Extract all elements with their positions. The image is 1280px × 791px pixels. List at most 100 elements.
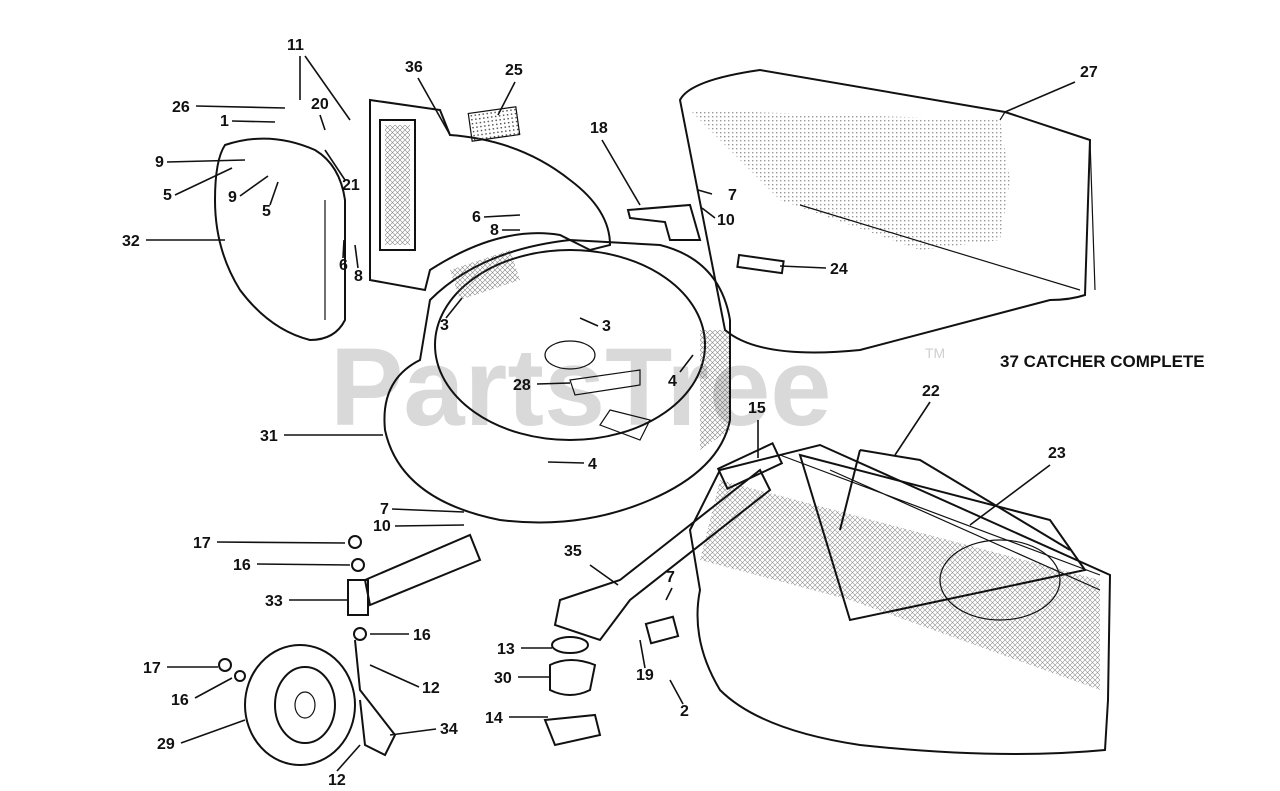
callout-label-c12a: 12 bbox=[422, 680, 440, 697]
leader-line-c35 bbox=[589, 564, 619, 586]
callout-label-c12b: 12 bbox=[328, 772, 346, 789]
callout-label-c10a: 10 bbox=[717, 212, 735, 229]
callout-label-c21: 21 bbox=[342, 177, 360, 194]
callout-label-c26: 26 bbox=[172, 99, 190, 116]
leader-line-c6b bbox=[342, 239, 345, 259]
callout-label-c29: 29 bbox=[157, 736, 175, 753]
leader-line-c6a bbox=[483, 214, 521, 218]
callout-label-c18: 18 bbox=[590, 120, 608, 137]
callout-label-c19: 19 bbox=[636, 667, 654, 684]
callout-label-c16b: 16 bbox=[413, 627, 431, 644]
leader-line-c7c bbox=[665, 587, 673, 601]
leader-lines bbox=[146, 55, 1076, 772]
catcher-handle-grip bbox=[716, 442, 784, 490]
callout-label-c5a: 5 bbox=[163, 187, 172, 204]
leader-line-c2 bbox=[669, 679, 684, 705]
leader-line-c1 bbox=[231, 120, 276, 123]
leader-line-c25 bbox=[497, 81, 516, 116]
leader-line-c10a bbox=[701, 207, 716, 219]
callout-label-c3a: 3 bbox=[440, 317, 449, 334]
leader-line-c29 bbox=[180, 719, 246, 744]
callout-label-c6b: 6 bbox=[339, 257, 348, 274]
leader-line-c7b bbox=[391, 508, 465, 513]
callout-label-c34: 34 bbox=[440, 721, 458, 738]
callout-label-c7a: 7 bbox=[728, 187, 737, 204]
leader-line-c10b bbox=[394, 524, 465, 527]
leader-line-c20 bbox=[319, 114, 326, 131]
callout-label-c9a: 9 bbox=[155, 154, 164, 171]
leader-line-c23 bbox=[969, 464, 1051, 526]
callout-label-c4a: 4 bbox=[668, 373, 677, 390]
leader-line-c8b bbox=[354, 244, 359, 269]
callout-label-c22: 22 bbox=[922, 383, 940, 400]
callout-label-c5b: 5 bbox=[262, 203, 271, 220]
callout-label-c24: 24 bbox=[830, 261, 848, 278]
leader-line-c16c bbox=[194, 677, 233, 699]
leader-line-c22 bbox=[894, 401, 931, 456]
callout-label-c36: 36 bbox=[405, 59, 423, 76]
leader-line-c3b bbox=[579, 317, 599, 327]
leader-line-c26 bbox=[195, 105, 286, 109]
leader-line-c9b bbox=[239, 175, 269, 197]
drive-parts bbox=[543, 615, 680, 747]
catcher-frame-top bbox=[678, 68, 1096, 354]
label-plate bbox=[467, 106, 521, 142]
leader-line-c16a bbox=[256, 563, 351, 566]
callout-label-c25: 25 bbox=[505, 62, 523, 79]
callout-label-c4b: 4 bbox=[588, 456, 597, 473]
catcher-complete-caption: 37 CATCHER COMPLETE bbox=[1000, 352, 1205, 371]
callout-label-c32: 32 bbox=[122, 233, 140, 250]
leader-line-c28 bbox=[536, 382, 571, 385]
leader-line-c9a bbox=[166, 159, 246, 163]
leader-line-c12b bbox=[336, 744, 361, 772]
leader-line-c7a bbox=[697, 189, 713, 195]
callout-label-c27: 27 bbox=[1080, 64, 1098, 81]
mower-deck bbox=[383, 238, 731, 524]
leader-line-c4b bbox=[547, 461, 585, 464]
callout-label-c17b: 17 bbox=[143, 660, 161, 677]
callout-label-c16c: 16 bbox=[171, 692, 189, 709]
leader-line-c5a bbox=[174, 167, 233, 196]
catcher-handle-frame bbox=[839, 449, 1071, 551]
callout-label-c13: 13 bbox=[497, 641, 515, 658]
callout-label-c6a: 6 bbox=[472, 209, 481, 226]
leader-line-c27 bbox=[1004, 81, 1076, 113]
callout-label-c10b: 10 bbox=[373, 518, 391, 535]
callout-label-c30: 30 bbox=[494, 670, 512, 687]
callout-label-c3b: 3 bbox=[602, 318, 611, 335]
discharge-chute bbox=[369, 98, 612, 292]
leader-line-c36 bbox=[417, 77, 451, 136]
callout-label-c20: 20 bbox=[311, 96, 329, 113]
callout-label-c28: 28 bbox=[513, 377, 531, 394]
leader-line-c11 bbox=[304, 55, 351, 121]
callout-label-c7b: 7 bbox=[380, 501, 389, 518]
callout-label-c9b: 9 bbox=[228, 189, 237, 206]
watermark-text: PartsTree bbox=[330, 326, 831, 449]
watermark-trademark: TM bbox=[925, 345, 945, 361]
leader-line-c34 bbox=[389, 728, 437, 736]
callout-label-c23: 23 bbox=[1048, 445, 1066, 462]
callout-label-c11: 11 bbox=[287, 37, 304, 54]
leader-line-c4a bbox=[679, 354, 694, 373]
callout-label-c8b: 8 bbox=[354, 268, 363, 285]
leader-line-c24 bbox=[779, 265, 827, 269]
callout-label-c35: 35 bbox=[564, 543, 582, 560]
rear-bracket-assembly bbox=[553, 468, 772, 642]
leader-line-c5b bbox=[269, 181, 279, 206]
callout-label-c33: 33 bbox=[265, 593, 283, 610]
callout-label-c1: 1 bbox=[220, 113, 229, 130]
callout-label-c7c: 7 bbox=[666, 569, 675, 586]
mounting-bracket bbox=[626, 203, 702, 241]
catcher-bag bbox=[688, 443, 1112, 755]
callout-label-c14: 14 bbox=[485, 710, 503, 727]
leader-line-c18 bbox=[601, 139, 641, 206]
leader-line-c3a bbox=[445, 297, 463, 319]
hinge-bracket bbox=[736, 253, 785, 275]
leader-line-c19 bbox=[639, 639, 646, 669]
callout-label-c2: 2 bbox=[680, 703, 689, 720]
leader-line-c21 bbox=[324, 149, 346, 181]
wheel-assembly bbox=[218, 533, 482, 766]
callout-label-c8a: 8 bbox=[490, 222, 499, 239]
